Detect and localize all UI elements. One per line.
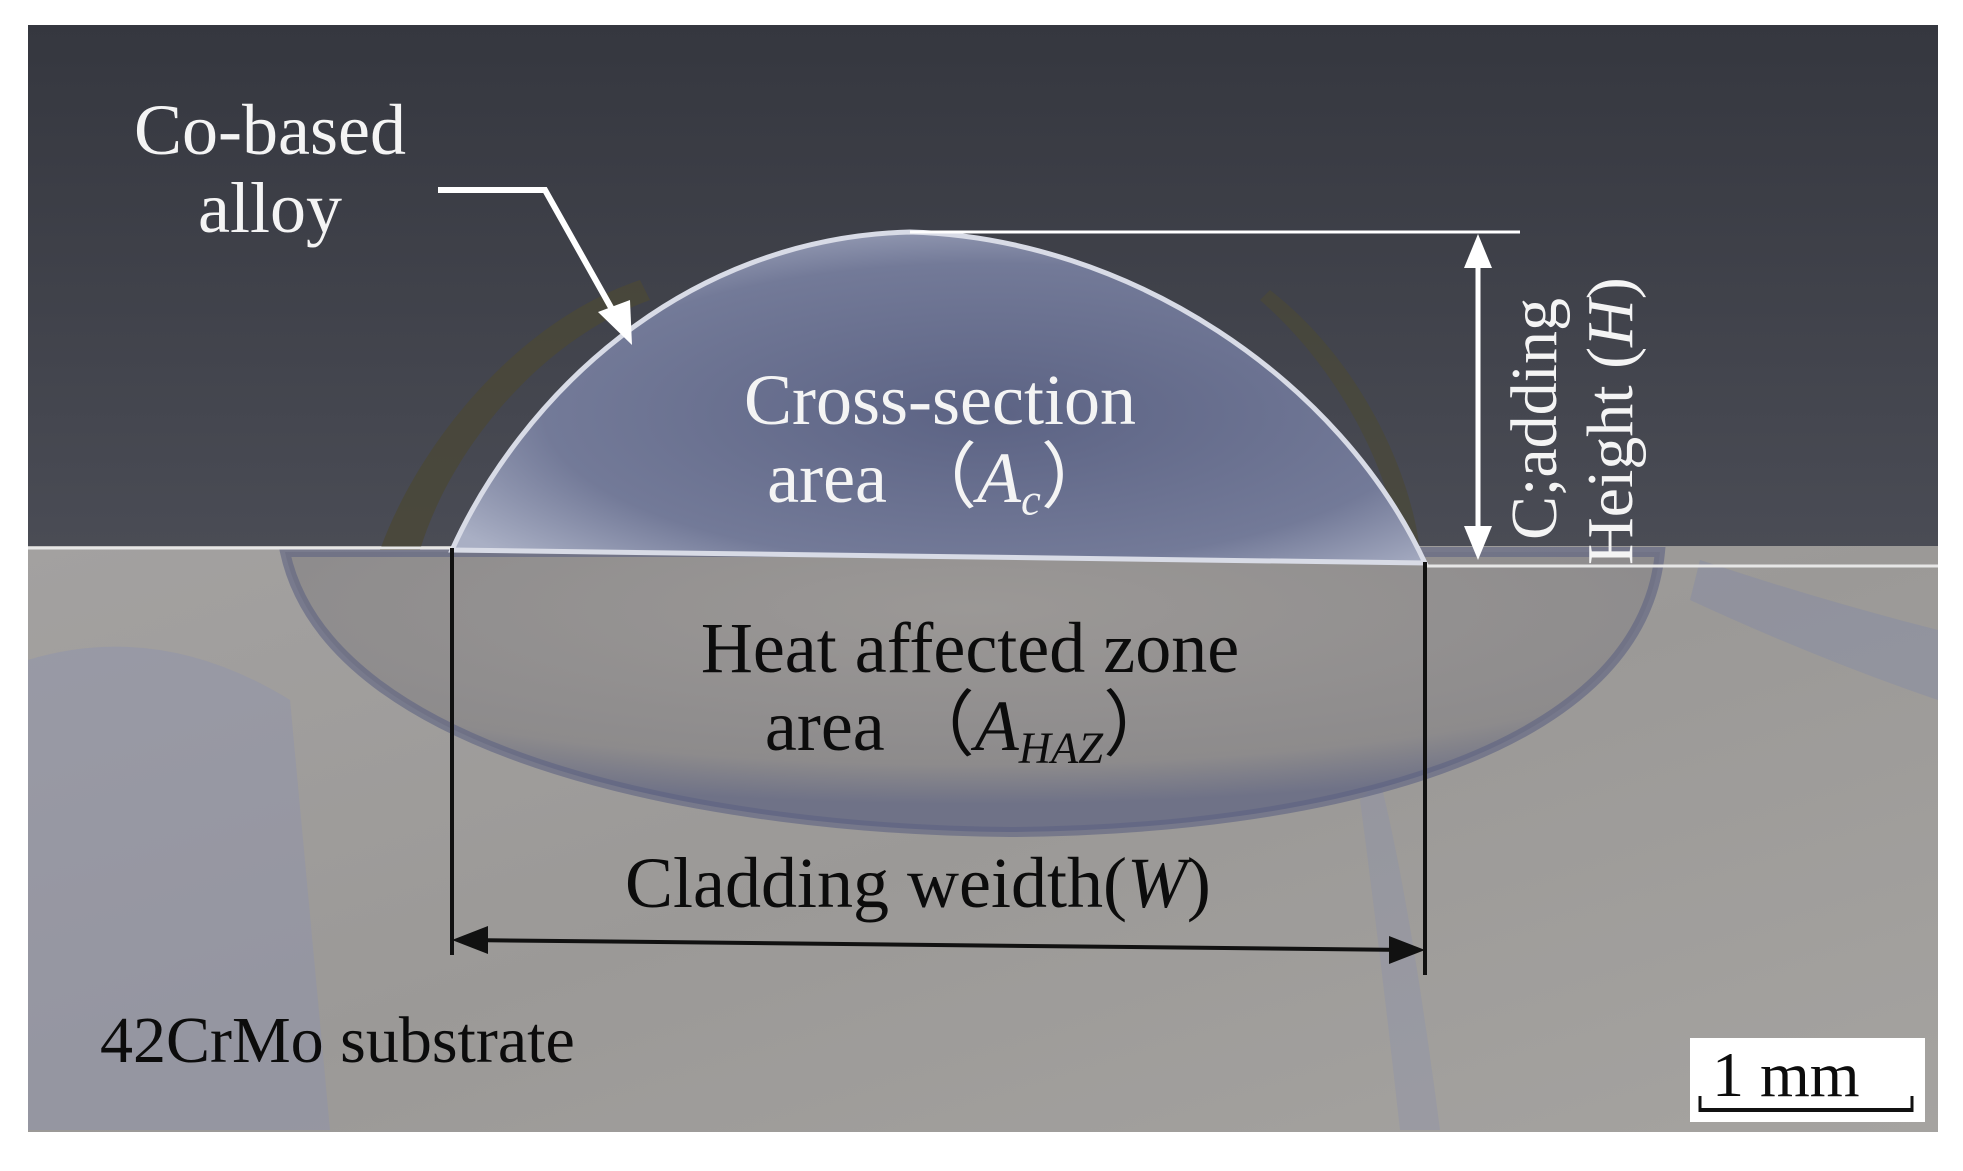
width-arrow-right [1389, 936, 1425, 964]
coating-label-line1: Co-based [134, 90, 406, 170]
scale-bar-label: 1 mm [1712, 1039, 1860, 1110]
width-label: Cladding weidth(W) [625, 843, 1211, 923]
cross-section-label-line1: Cross-section [744, 360, 1136, 440]
height-suffix: ) [1574, 277, 1647, 300]
substrate-bluish-streak [28, 646, 330, 1130]
coating-pointer-arrowhead [598, 300, 632, 345]
width-prefix: Cladding weidth( [625, 843, 1127, 923]
haz-label-line1: Heat affected zone [700, 608, 1240, 688]
coating-label: Co-based alloy [100, 90, 440, 248]
powder-particles [380, 280, 650, 550]
height-arrow-top [1464, 234, 1492, 268]
substrate-label: 42CrMo substrate [100, 1004, 575, 1077]
haz-label-line2: area （AHAZ） [764, 685, 1176, 773]
coating-pointer-line [438, 187, 621, 322]
haz-prefix: area [764, 685, 885, 766]
cross-section-symbol: A [977, 437, 1022, 518]
height-label-line1: C;adding [1498, 298, 1571, 540]
cross-section-subscript: c [1021, 474, 1041, 525]
substrate-bluish-streak [1690, 560, 1938, 700]
cross-section-label: Cross-section area （Ac） [640, 360, 1240, 525]
height-symbol: H [1574, 299, 1647, 347]
height-prefix: Height ( [1574, 346, 1647, 565]
haz-label: Heat affected zone area （AHAZ） [610, 608, 1330, 773]
haz-symbol: A [974, 685, 1019, 766]
height-arrow-bottom [1464, 526, 1492, 560]
width-dimension-line [464, 938, 1413, 952]
heat-affected-zone [278, 547, 1666, 838]
height-label-line2: Height (H) [1574, 277, 1647, 565]
coating-label-line2: alloy [198, 167, 342, 248]
haz-subscript: HAZ [1018, 722, 1104, 773]
cross-section-prefix: area [767, 437, 888, 518]
width-suffix: ) [1186, 843, 1211, 923]
cross-section-label-line2: area （Ac） [767, 437, 1113, 525]
width-symbol: W [1126, 843, 1187, 923]
width-arrow-left [452, 926, 488, 954]
